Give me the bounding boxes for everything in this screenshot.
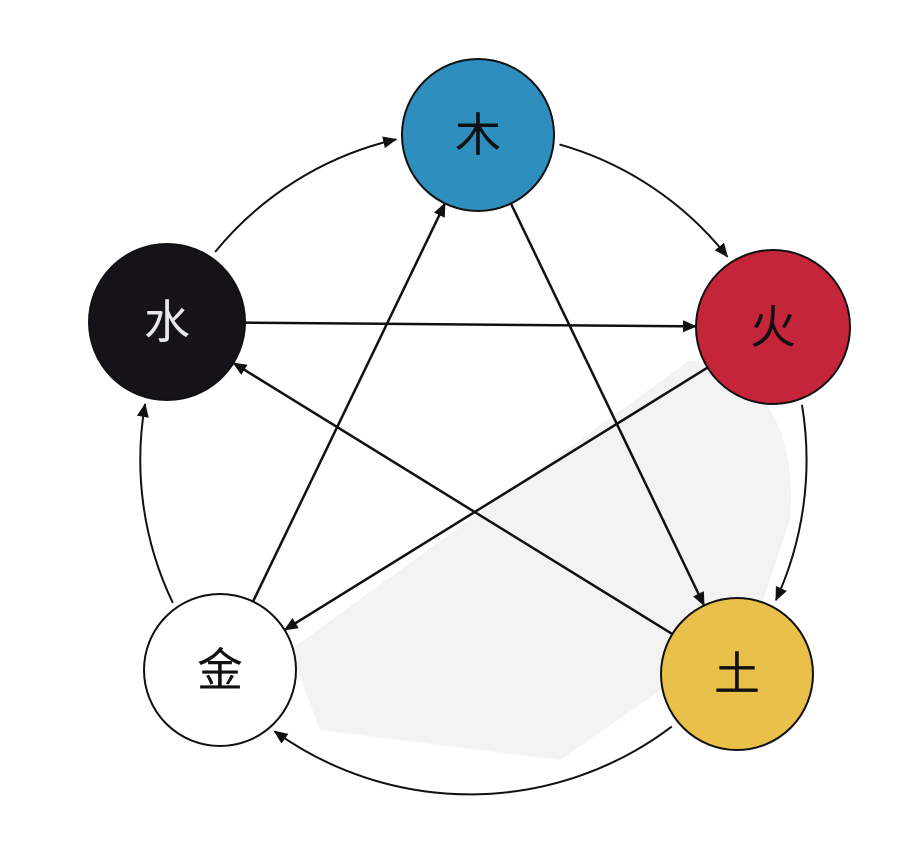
fire-label: 火 xyxy=(750,300,796,354)
element-node-metal: 金 xyxy=(143,593,297,747)
wood-label: 木 xyxy=(455,108,501,162)
generating-arrow-wood-to-fire xyxy=(559,143,729,258)
earth-circle xyxy=(660,597,814,751)
overcoming-arrow-water-to-fire xyxy=(244,320,698,333)
water-circle xyxy=(88,243,246,401)
wood-circle xyxy=(401,58,555,212)
generating-arrow-fire-to-earth xyxy=(775,404,808,602)
overcoming-cycle-arrows xyxy=(232,202,709,636)
overcoming-arrow-wood-to-earth xyxy=(509,202,706,607)
metal-label: 金 xyxy=(197,643,243,697)
overcoming-arrow-fire-to-metal xyxy=(283,366,709,632)
generating-arrow-earth-to-metal xyxy=(273,725,673,796)
generating-cycle-arrows xyxy=(136,136,808,796)
element-node-earth: 土 xyxy=(660,597,814,751)
water-label: 水 xyxy=(144,295,190,349)
overcoming-arrow-metal-to-wood xyxy=(251,202,447,603)
overcoming-arrow-earth-to-water xyxy=(232,361,673,636)
element-node-fire: 火 xyxy=(695,249,851,405)
metal-circle xyxy=(143,593,297,747)
element-node-wood: 木 xyxy=(401,58,555,212)
generating-arrow-metal-to-water xyxy=(136,402,174,604)
element-node-water: 水 xyxy=(88,243,246,401)
earth-label: 土 xyxy=(714,647,760,701)
generating-arrow-water-to-wood xyxy=(214,136,398,253)
fire-circle xyxy=(695,249,851,405)
